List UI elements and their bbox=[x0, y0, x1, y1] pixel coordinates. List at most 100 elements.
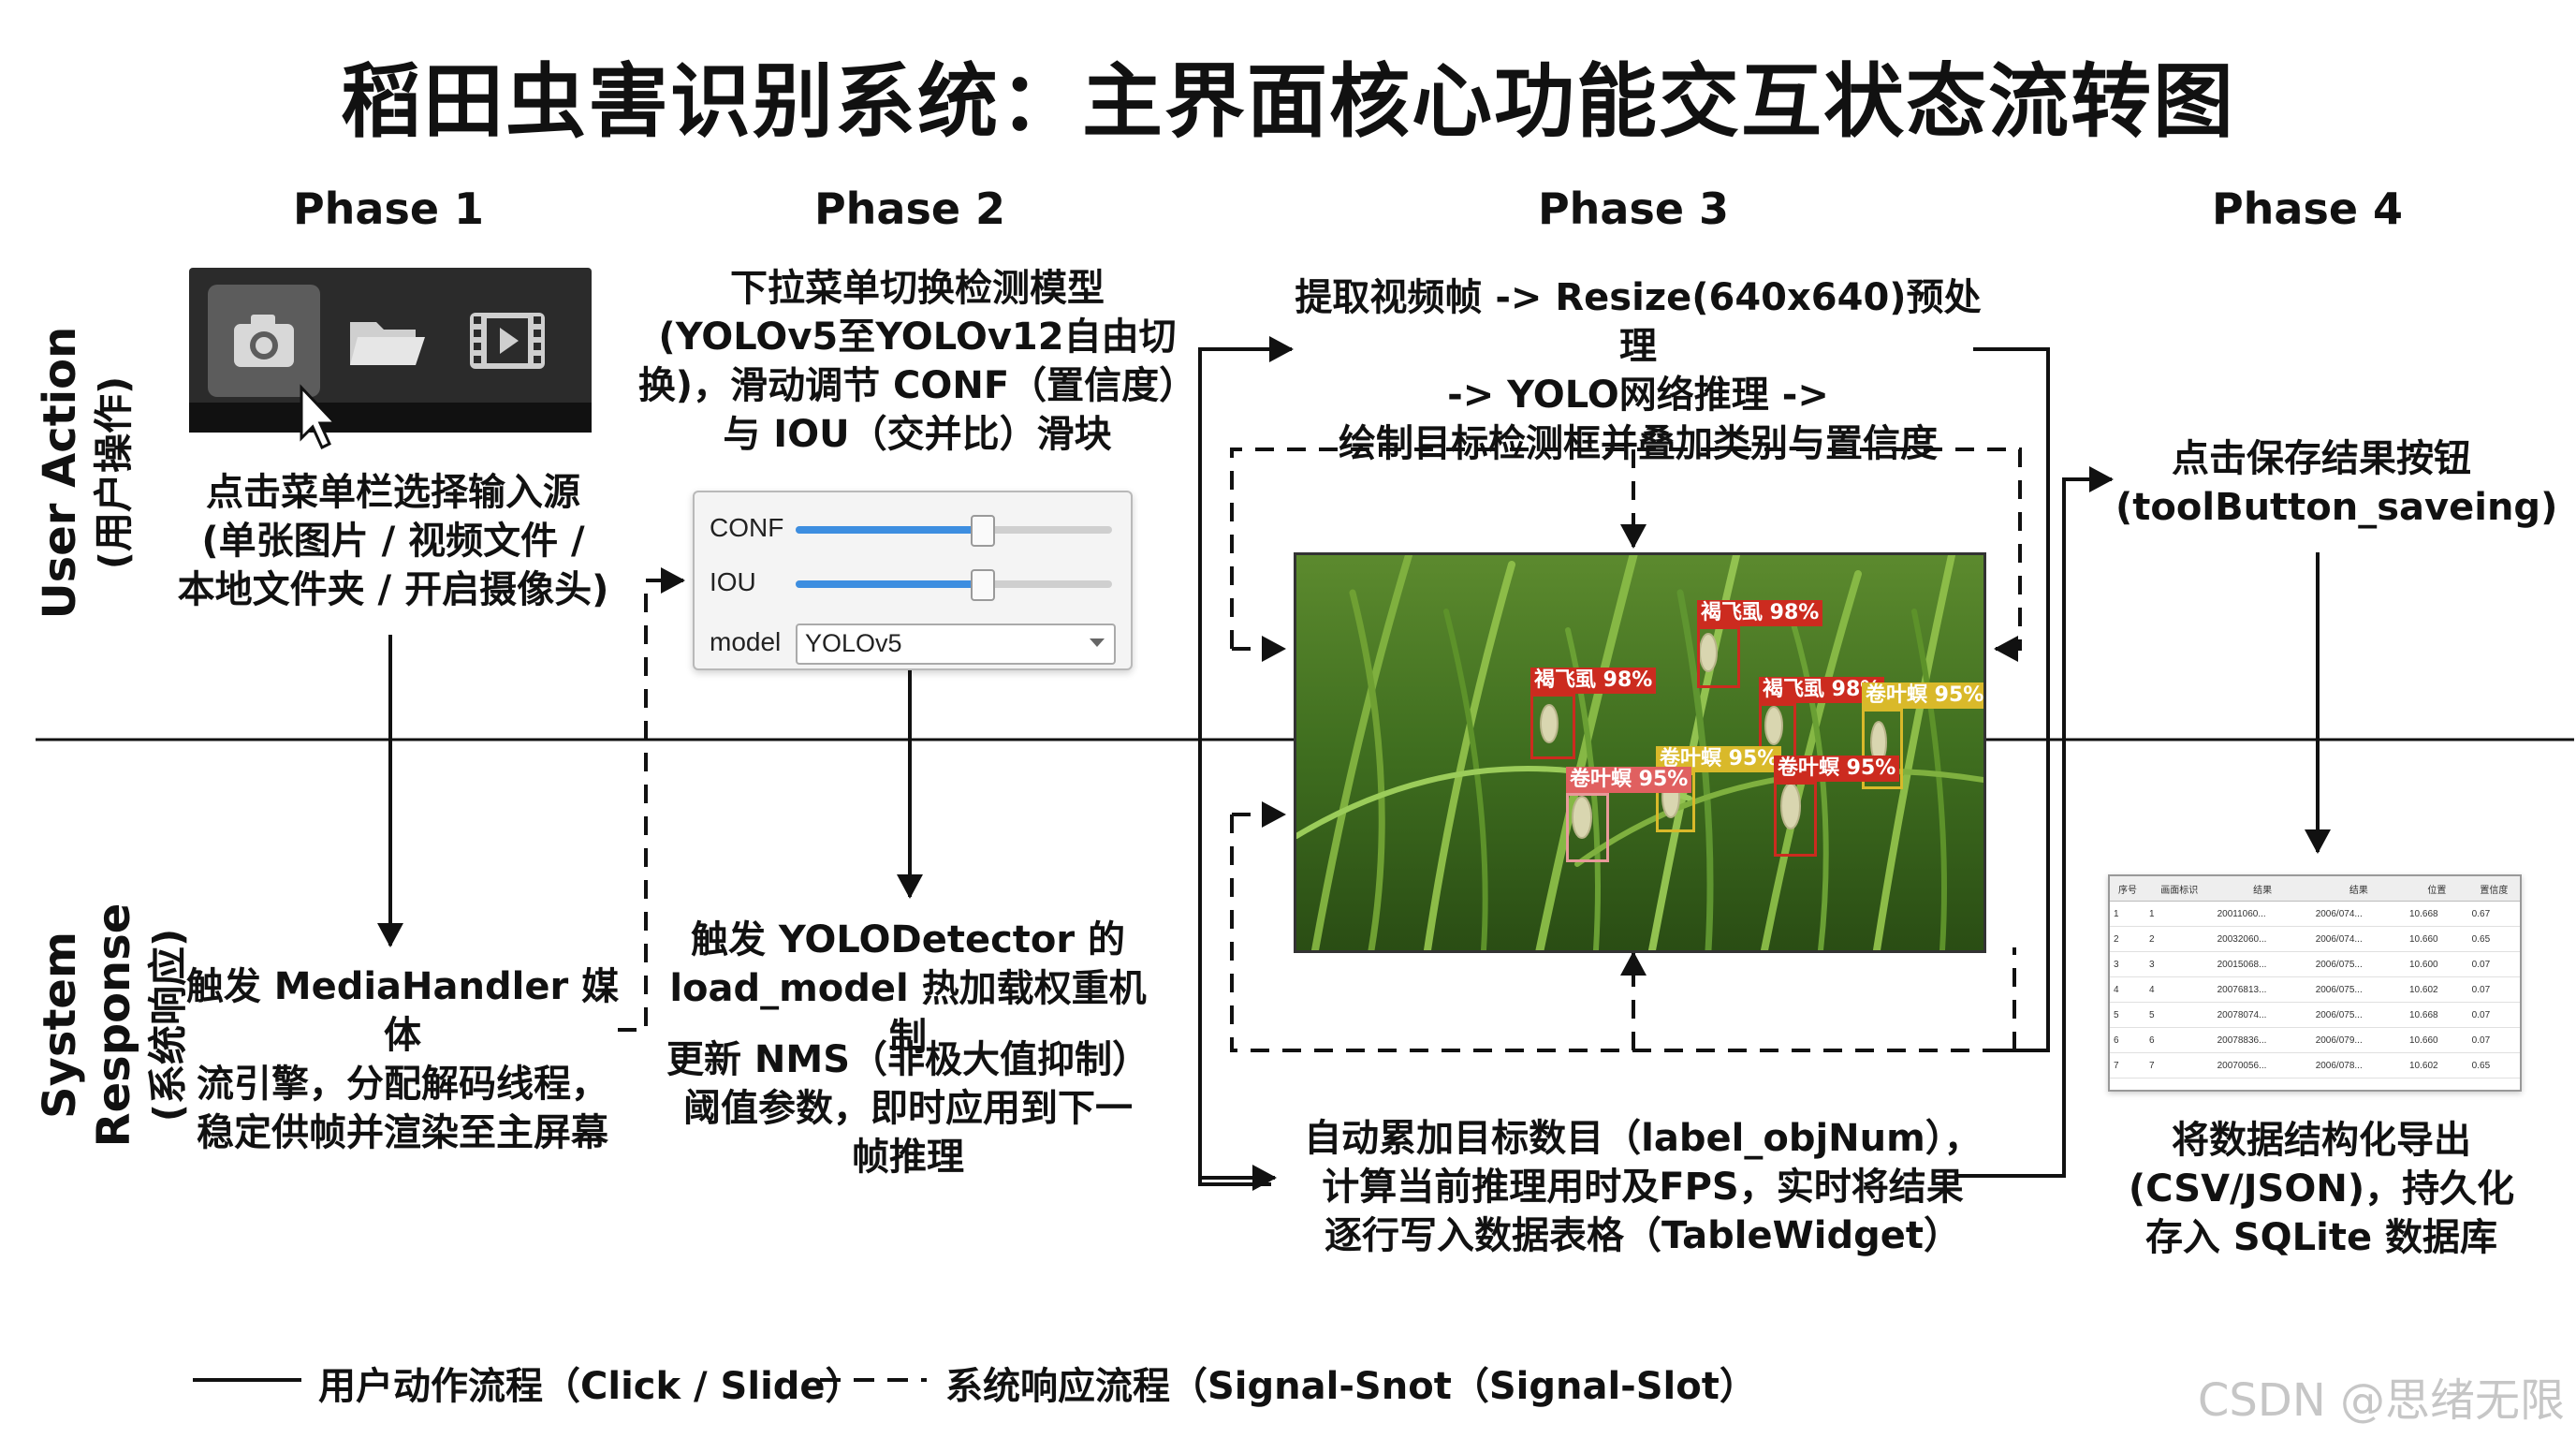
table-cell: 0.07 bbox=[2468, 1003, 2520, 1028]
table-cell: 6 bbox=[2145, 1028, 2214, 1053]
table-cell: 7 bbox=[2145, 1053, 2214, 1078]
rice-field-detection-image: 褐飞虱 98% 褐飞虱 98% 褐飞虱 98% 卷叶螟 95% 卷叶螟 95% … bbox=[1294, 552, 1986, 953]
media-toolbar bbox=[189, 268, 592, 433]
mouse-cursor-icon bbox=[296, 384, 352, 459]
table-cell: 1 bbox=[2110, 902, 2145, 927]
video-file-button[interactable] bbox=[451, 285, 564, 397]
phase3-system-text: 自动累加目标数目（label_objNum）， 计算当前推理用时及FPS，实时将… bbox=[1301, 1114, 1984, 1260]
table-cell: 5 bbox=[2110, 1003, 2145, 1028]
table-cell: 10.660 bbox=[2406, 927, 2468, 952]
table-cell: 3 bbox=[2145, 952, 2214, 977]
iou-label: IOU bbox=[710, 567, 756, 597]
iou-slider[interactable] bbox=[796, 580, 1112, 588]
phase2-user-line-4: 与 IOU（交并比）滑块 bbox=[618, 410, 1217, 459]
phase1-user-line-1: 点击菜单栏选择输入源 bbox=[150, 468, 637, 517]
table-cell: 2006/074... bbox=[2312, 927, 2406, 952]
table-cell: 10.600 bbox=[2406, 952, 2468, 977]
video-file-icon bbox=[451, 285, 564, 397]
phase3-system-line-3: 逐行写入数据表格（TableWidget） bbox=[1301, 1211, 1984, 1260]
legend-solid-label: 用户动作流程（Click / Slide） bbox=[318, 1356, 863, 1410]
table-cell: 1 bbox=[2145, 902, 2214, 927]
detection-box bbox=[1530, 694, 1575, 759]
phase2-user-line-1: 下拉菜单切换检测模型 bbox=[618, 264, 1217, 313]
model-label: model bbox=[710, 627, 781, 657]
phase4-system-line-1: 将数据结构化导出 bbox=[2097, 1116, 2546, 1165]
detection-box bbox=[1697, 626, 1740, 688]
toolbar-bottom-bar bbox=[189, 403, 592, 433]
conf-label: CONF bbox=[710, 513, 783, 543]
results-table-header: 序号画面标识结果结果位置置信度 bbox=[2110, 876, 2520, 902]
table-cell: 2006/079... bbox=[2312, 1028, 2406, 1053]
table-cell: 0.65 bbox=[2468, 1053, 2520, 1078]
model-select[interactable]: YOLOv5 bbox=[796, 624, 1116, 665]
detection-settings-panel: CONF IOU model YOLOv5 bbox=[693, 491, 1133, 670]
table-header-cell: 结果 bbox=[2214, 876, 2312, 902]
conf-slider[interactable] bbox=[796, 526, 1112, 534]
table-cell: 4 bbox=[2110, 977, 2145, 1003]
table-cell: 20078836... bbox=[2214, 1028, 2312, 1053]
phase1-system-line-3: 稳定供帧并渲染至主屏幕 bbox=[168, 1108, 637, 1157]
table-cell: 0.07 bbox=[2468, 977, 2520, 1003]
table-row: 2220032060...2006/074...10.6600.65 bbox=[2110, 927, 2520, 952]
table-cell: 2006/075... bbox=[2312, 977, 2406, 1003]
iou-slider-handle[interactable] bbox=[971, 569, 995, 601]
detection-label: 卷叶螟 95% bbox=[1566, 767, 1691, 793]
phase2-system-line-4: 阈值参数，即时应用到下一 bbox=[655, 1084, 1161, 1133]
iou-slider-fill bbox=[796, 580, 982, 588]
folder-icon bbox=[329, 285, 442, 397]
legend-dashed-label: 系统响应流程（Signal-Snot（Signal-Slot） bbox=[945, 1356, 1757, 1410]
table-cell: 20011060... bbox=[2214, 902, 2312, 927]
table-cell: 0.07 bbox=[2468, 1028, 2520, 1053]
table-cell: 3 bbox=[2110, 952, 2145, 977]
folder-button[interactable] bbox=[329, 285, 442, 397]
table-cell: 10.668 bbox=[2406, 1003, 2468, 1028]
camera-icon bbox=[208, 285, 320, 397]
table-row: 6620078836...2006/079...10.6600.07 bbox=[2110, 1028, 2520, 1053]
table-cell: 6 bbox=[2110, 1028, 2145, 1053]
phase3-solid-top-arrow bbox=[1200, 349, 1292, 1184]
table-cell: 20076813... bbox=[2214, 977, 2312, 1003]
chevron-down-icon bbox=[1090, 638, 1105, 647]
phase2-system-text-2: 更新 NMS（非极大值抑制） 阈值参数，即时应用到下一 帧推理 bbox=[655, 1035, 1161, 1181]
table-cell: 0.65 bbox=[2468, 927, 2520, 952]
phase1-system-line-1: 触发 MediaHandler 媒体 bbox=[168, 962, 637, 1060]
table-cell: 10.602 bbox=[2406, 1053, 2468, 1078]
phase2-system-line-1: 触发 YOLODetector 的 bbox=[655, 916, 1161, 964]
table-cell: 5 bbox=[2145, 1003, 2214, 1028]
table-header-cell: 序号 bbox=[2110, 876, 2145, 902]
table-cell: 2006/078... bbox=[2312, 1053, 2406, 1078]
phase4-system-line-3: 存入 SQLite 数据库 bbox=[2097, 1213, 2546, 1262]
table-header-cell: 结果 bbox=[2312, 876, 2406, 902]
phase3-user-line-2: -> YOLO网络推理 -> bbox=[1282, 371, 1994, 419]
camera-button[interactable] bbox=[208, 285, 320, 397]
phase4-user-text: 点击保存结果按钮 (toolButton_saveing) bbox=[2115, 434, 2527, 532]
phase1-user-line-2: (单张图片 / 视频文件 / bbox=[150, 517, 637, 565]
phase4-system-text: 将数据结构化导出 (CSV/JSON)，持久化 存入 SQLite 数据库 bbox=[2097, 1116, 2546, 1262]
table-cell: 20032060... bbox=[2214, 927, 2312, 952]
model-select-value: YOLOv5 bbox=[805, 629, 902, 658]
phase3-system-line-1: 自动累加目标数目（label_objNum）， bbox=[1301, 1114, 1984, 1163]
table-cell: 4 bbox=[2145, 977, 2214, 1003]
table-cell: 20078074... bbox=[2214, 1003, 2312, 1028]
phase3-system-line-2: 计算当前推理用时及FPS，实时将结果 bbox=[1301, 1163, 1984, 1211]
phase4-user-line-2: (toolButton_saveing) bbox=[2115, 483, 2527, 532]
watermark: CSDN @思绪无限 bbox=[2198, 1363, 2565, 1429]
detection-label: 卷叶螟 95% bbox=[1862, 682, 1986, 709]
conf-slider-handle[interactable] bbox=[971, 515, 995, 547]
table-header-cell: 置信度 bbox=[2468, 876, 2520, 902]
table-cell: 2 bbox=[2145, 927, 2214, 952]
phase4-user-line-1: 点击保存结果按钮 bbox=[2115, 434, 2527, 483]
phase2-system-line-3: 更新 NMS（非极大值抑制） bbox=[655, 1035, 1161, 1084]
phase1-user-text: 点击菜单栏选择输入源 (单张图片 / 视频文件 / 本地文件夹 / 开启摄像头) bbox=[150, 468, 637, 614]
phase3-user-text: 提取视频帧 -> Resize(640x640)预处理 -> YOLO网络推理 … bbox=[1282, 273, 1994, 468]
phase4-system-line-2: (CSV/JSON)，持久化 bbox=[2097, 1165, 2546, 1213]
table-cell: 7 bbox=[2110, 1053, 2145, 1078]
table-cell: 10.668 bbox=[2406, 902, 2468, 927]
table-cell: 20070056... bbox=[2214, 1053, 2312, 1078]
table-cell: 10.660 bbox=[2406, 1028, 2468, 1053]
table-cell: 20015068... bbox=[2214, 952, 2312, 977]
table-row: 1120011060...2006/074...10.6680.67 bbox=[2110, 902, 2520, 927]
